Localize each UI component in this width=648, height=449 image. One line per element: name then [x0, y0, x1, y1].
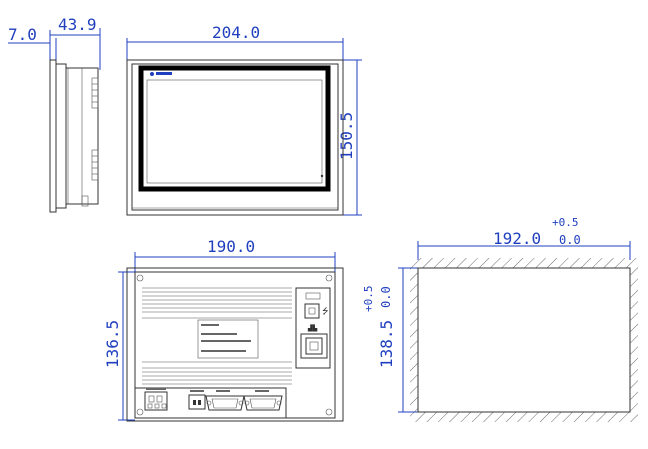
dim-side-depth: 43.9: [58, 15, 97, 34]
rear-vents-top: [142, 287, 292, 313]
rear-label-plate: [197, 319, 259, 359]
usb-port: [304, 303, 320, 319]
side-view: 7.0 43.9: [8, 15, 101, 213]
dim-cutout-height: 138.5: [377, 320, 396, 368]
connector-strip: [134, 387, 287, 419]
dim-cutout-width-tol-plus: +0.5: [552, 216, 579, 229]
usb-icon: ⭍: [322, 307, 329, 316]
dim-cutout-height-tol-plus: +0.5: [362, 286, 375, 313]
dim-cutout-width: 192.0: [493, 229, 541, 248]
network-icon: ▟▙: [307, 324, 318, 332]
panel-cutout: 192.0 +0.5 0.0 138.5 +0.5 0.0: [362, 216, 638, 422]
side-bezel: [49, 59, 57, 213]
dim-front-width: 204.0: [212, 23, 260, 42]
front-screen: [138, 65, 331, 192]
power-terminal: [144, 391, 168, 411]
rear-view: 190.0 136.5: [103, 237, 344, 422]
dim-side-front: 7.0: [8, 25, 37, 44]
dim-cutout-width-tol-minus: 0.0: [559, 233, 581, 247]
panel-hatch: [410, 258, 638, 422]
dim-cutout-height-tol-minus: 0.0: [379, 286, 393, 308]
cutout-opening: [417, 267, 631, 413]
brand-logo-icon: [150, 72, 154, 76]
front-view: 204.0 150.5: [126, 23, 362, 216]
brand-logo: [156, 72, 172, 75]
power-led-icon: [320, 174, 324, 178]
port-panel: [295, 287, 331, 369]
rear-vents-bottom: [142, 367, 292, 385]
dim-rear-height: 136.5: [103, 320, 122, 368]
rear-housing: [126, 267, 344, 422]
dim-front-height: 150.5: [337, 112, 356, 160]
front-bezel: [126, 59, 344, 216]
dip-switch: [188, 394, 206, 410]
com1-port: [205, 395, 245, 411]
ethernet-port: [300, 333, 328, 359]
dim-rear-width: 190.0: [207, 237, 255, 256]
com2-port: [243, 395, 283, 411]
